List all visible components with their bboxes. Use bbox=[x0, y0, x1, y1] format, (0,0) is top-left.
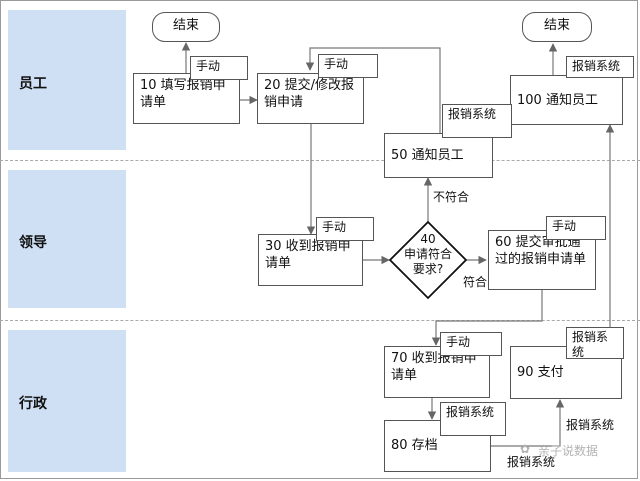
tag-80: 报销系统 bbox=[440, 402, 506, 436]
edge-label-system-right: 报销系统 bbox=[566, 418, 615, 432]
watermark-text: 亲子说数据 bbox=[538, 444, 599, 458]
edge-60-70 bbox=[431, 290, 543, 346]
tag-60: 手动 bbox=[546, 216, 606, 240]
lane-divider-1 bbox=[0, 160, 640, 161]
tag-30: 手动 bbox=[316, 217, 374, 241]
process-50: 50 通知员工 bbox=[384, 133, 493, 178]
lane-divider-2 bbox=[0, 320, 640, 321]
lane-admin-bg bbox=[8, 330, 126, 472]
process-60: 60 提交审批通过的报销申请单 bbox=[488, 230, 596, 290]
decision-diamond bbox=[388, 220, 468, 300]
process-10: 10 填写报销申请单 bbox=[133, 73, 240, 124]
lane-label-admin: 行政 bbox=[19, 396, 47, 412]
tag-20: 手动 bbox=[318, 54, 378, 78]
tag-90: 报销系统 bbox=[566, 327, 624, 359]
process-20: 20 提交/修改报销申请 bbox=[257, 73, 364, 124]
end-terminator-left: 结束 bbox=[152, 12, 220, 42]
process-100: 100 通知员工 bbox=[510, 75, 623, 125]
edge-label-match: 符合 bbox=[463, 275, 488, 289]
watermark-icon: ✿ bbox=[520, 442, 531, 456]
edge-80-90 bbox=[491, 399, 565, 447]
edge-label-not-match: 不符合 bbox=[433, 190, 470, 204]
process-30: 30 收到报销申请单 bbox=[258, 234, 363, 286]
lane-employee-bg bbox=[8, 10, 126, 150]
tag-50: 报销系统 bbox=[442, 104, 512, 138]
tag-10: 手动 bbox=[190, 56, 248, 80]
tag-100: 报销系统 bbox=[566, 56, 634, 78]
lane-label-employee: 员工 bbox=[19, 76, 47, 92]
lane-label-leader: 领导 bbox=[19, 235, 47, 251]
edge-label-system-bottom: 报销系统 bbox=[507, 455, 556, 469]
lane-leader-bg bbox=[8, 170, 126, 308]
tag-70: 手动 bbox=[440, 332, 502, 356]
edge-50-20 bbox=[305, 47, 441, 133]
process-70: 70 收到报销申请单 bbox=[384, 346, 490, 398]
end-terminator-right: 结束 bbox=[522, 12, 592, 42]
decision-40-text: 40 申请符合 要求? bbox=[403, 232, 452, 276]
